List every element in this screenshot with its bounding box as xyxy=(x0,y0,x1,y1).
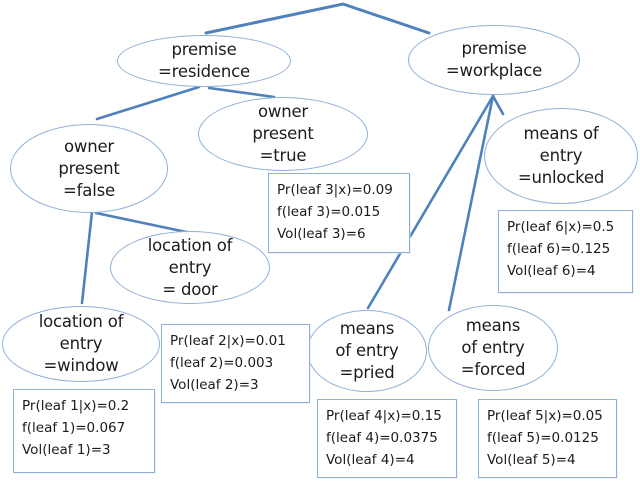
node-label-line: = door xyxy=(162,279,218,299)
leaf-stat-line: Pr(leaf 6|x)=0.5 xyxy=(507,219,615,235)
leaf-box-4: Pr(leaf 4|x)=0.15 f(leaf 4)=0.0375 Vol(l… xyxy=(317,399,457,478)
node-label-line: =unlocked xyxy=(517,168,605,187)
leaf-stat-line: f(leaf 4)=0.0375 xyxy=(326,430,438,446)
leaf-box-5: Pr(leaf 5|x)=0.05 f(leaf 5)=0.0125 Vol(l… xyxy=(478,399,617,478)
node-label-line: location of xyxy=(147,235,233,255)
node-label-line: location of xyxy=(38,312,124,331)
node-location-of-entry-door: location of entry = door xyxy=(110,231,270,304)
leaf-stat-line: f(leaf 3)=0.015 xyxy=(277,204,381,220)
leaf-box-6: Pr(leaf 6|x)=0.5 f(leaf 6)=0.125 Vol(lea… xyxy=(498,210,633,293)
leaf-stat-line: Vol(leaf 5)=4 xyxy=(487,452,576,468)
leaf-stat-line: Vol(leaf 4)=4 xyxy=(326,452,415,468)
node-label-line: =window xyxy=(43,356,119,375)
connector-workplace-to-pried xyxy=(366,94,495,310)
node-label-line: premise xyxy=(171,40,237,59)
node-label-line: owner xyxy=(64,136,114,156)
leaf-stat-line: Vol(leaf 6)=4 xyxy=(507,263,596,279)
connector-owner-false-to-window xyxy=(80,210,94,305)
leaf-stat-line: Pr(leaf 5|x)=0.05 xyxy=(487,408,603,424)
connector-residence-to-owner-true xyxy=(207,86,276,99)
leaf-stat-line: Vol(leaf 1)=3 xyxy=(22,442,111,458)
node-label-line: entry xyxy=(539,146,583,165)
node-premise-workplace: premise =workplace xyxy=(408,25,580,95)
node-owner-present-true: owner present =true xyxy=(198,97,368,171)
node-label-line: owner xyxy=(258,102,308,121)
node-label-line: =forced xyxy=(460,360,526,379)
connector-residence-to-owner-false xyxy=(95,85,201,121)
leaf-box-2: Pr(leaf 2|x)=0.01 f(leaf 2)=0.003 Vol(le… xyxy=(161,324,310,403)
node-label-line: premise xyxy=(461,39,527,58)
node-premise-residence: premise =residence xyxy=(117,35,291,87)
node-label-line: present xyxy=(252,124,314,143)
leaf-stat-line: Vol(leaf 3)=6 xyxy=(277,226,366,242)
node-label-line: means xyxy=(465,316,521,335)
leaf-stat-line: Pr(leaf 3|x)=0.09 xyxy=(277,182,393,198)
connector-workplace-to-forced xyxy=(447,94,495,312)
node-location-of-entry-window: location of entry =window xyxy=(2,306,160,382)
node-label-line: =workplace xyxy=(445,61,543,80)
node-label-line: means xyxy=(339,319,395,338)
node-means-of-entry-unlocked: means of entry =unlocked xyxy=(484,108,638,204)
leaf-stat-line: Pr(leaf 4|x)=0.15 xyxy=(326,408,442,424)
node-owner-present-false: owner present =false xyxy=(10,124,168,213)
leaf-stat-line: f(leaf 2)=0.003 xyxy=(170,355,274,371)
leaf-stat-line: Pr(leaf 1|x)=0.2 xyxy=(22,398,130,414)
leaf-stat-line: Pr(leaf 2|x)=0.01 xyxy=(170,333,286,349)
node-label-line: present xyxy=(58,158,120,178)
leaf-box-1: Pr(leaf 1|x)=0.2 f(leaf 1)=0.067 Vol(lea… xyxy=(13,389,155,473)
node-label-line: =residence xyxy=(158,62,250,81)
leaf-stat-line: f(leaf 5)=0.0125 xyxy=(487,430,599,446)
node-label-line: =false xyxy=(63,180,115,200)
connector-owner-false-to-door xyxy=(94,211,193,235)
leaf-stat-line: f(leaf 1)=0.067 xyxy=(22,420,126,436)
node-label-line: =true xyxy=(259,146,307,165)
node-label-line: of entry xyxy=(335,341,399,360)
leaf-stat-line: Vol(leaf 2)=3 xyxy=(170,377,259,393)
node-label-line: entry xyxy=(59,334,103,353)
node-means-of-entry-forced: means of entry =forced xyxy=(428,305,558,391)
connector-root-branches xyxy=(204,2,431,35)
node-label-line: means of xyxy=(523,124,599,143)
connector-workplace-to-unlocked xyxy=(491,94,505,116)
node-label-line: =pried xyxy=(339,363,395,382)
node-label-line: of entry xyxy=(461,338,525,357)
node-label-line: entry xyxy=(168,257,212,277)
leaf-stat-line: f(leaf 6)=0.125 xyxy=(507,241,611,257)
leaf-box-3: Pr(leaf 3|x)=0.09 f(leaf 3)=0.015 Vol(le… xyxy=(268,173,410,253)
node-means-of-entry-pried: means of entry =pried xyxy=(307,310,427,392)
